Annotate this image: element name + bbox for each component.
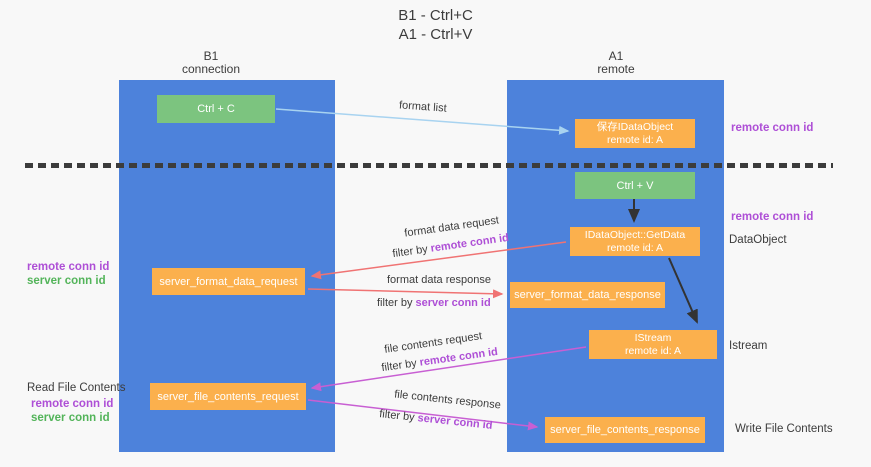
server-file-contents-request-label: server_file_contents_request <box>157 390 299 403</box>
server-format-data-response-label: server_format_data_response <box>514 289 661 301</box>
column-header-b1: B1 connection <box>141 50 281 76</box>
title-line-1: B1 - Ctrl+C <box>398 7 473 24</box>
column-a1-subtitle: remote <box>597 62 635 76</box>
getdata-line1: IDataObject::GetData <box>584 228 686 241</box>
istream-box: IStream remote id: A <box>589 330 717 359</box>
remote-conn-id-label-mid-right: remote conn id <box>731 211 814 223</box>
column-a1-title: A1 <box>608 49 624 63</box>
filter-by-text: filter by <box>378 408 419 425</box>
format-data-response-label: format data response <box>387 274 491 286</box>
getdata-line2: remote id: A <box>606 241 664 254</box>
filter-by-text: filter by <box>377 297 416 309</box>
format-data-response-arrow <box>307 288 504 299</box>
column-b1-title: B1 <box>203 49 219 63</box>
server-conn-id-highlight: server conn id <box>416 412 494 432</box>
server-format-data-request-label: server_format_data_request <box>159 275 298 288</box>
server-conn-id-label-bottom-left: server conn id <box>31 412 110 424</box>
filter-by-server-conn-id-label-2: filter by server conn id <box>379 408 493 432</box>
server-conn-id-label-left: server conn id <box>27 275 106 287</box>
server-conn-id-highlight: server conn id <box>415 297 491 309</box>
save-dataobject-box: 保存IDataObject remote id: A <box>575 119 695 148</box>
filter-by-text: filter by <box>380 356 421 375</box>
server-file-contents-request-box: server_file_contents_request <box>150 383 306 410</box>
phase-separator-dashed-line <box>25 163 833 168</box>
filter-by-server-conn-id-label-1: filter by server conn id <box>377 297 491 309</box>
dataobject-label: DataObject <box>729 234 787 246</box>
format-list-label: format list <box>398 99 448 115</box>
file-contents-response-label: file contents response <box>393 388 502 412</box>
remote-conn-id-highlight: remote conn id <box>429 231 510 255</box>
write-file-contents-label: Write File Contents <box>735 423 833 435</box>
column-header-a1: A1 remote <box>546 50 686 76</box>
server-format-data-response-box: server_format_data_response <box>510 282 665 308</box>
remote-conn-id-label-top-right: remote conn id <box>731 122 814 134</box>
istream-line2: remote id: A <box>624 344 682 357</box>
title-line-2: A1 - Ctrl+V <box>398 26 473 43</box>
istream-line1: IStream <box>634 331 672 344</box>
server-format-data-request-box: server_format_data_request <box>152 268 305 295</box>
save-dataobject-line2: remote id: A <box>606 133 664 146</box>
remote-conn-id-label-left: remote conn id <box>27 261 110 273</box>
idataobject-getdata-box: IDataObject::GetData remote id: A <box>570 227 700 256</box>
column-b1-subtitle: connection <box>181 62 241 76</box>
filter-by-text: filter by <box>391 242 432 261</box>
remote-conn-id-label-bottom-left: remote conn id <box>31 398 114 410</box>
server-file-contents-response-label: server_file_contents_response <box>550 424 700 436</box>
ctrl-c-box: Ctrl + C <box>157 95 275 123</box>
save-dataobject-line1: 保存IDataObject <box>596 120 674 133</box>
ctrl-v-label: Ctrl + V <box>616 179 654 192</box>
server-file-contents-response-box: server_file_contents_response <box>545 417 705 443</box>
istream-side-label: Istream <box>729 340 768 352</box>
ctrl-c-label: Ctrl + C <box>197 103 235 115</box>
read-file-contents-label: Read File Contents <box>27 382 126 394</box>
diagram-title: B1 - Ctrl+C A1 - Ctrl+V <box>0 6 871 44</box>
ctrl-v-box: Ctrl + V <box>575 172 695 199</box>
